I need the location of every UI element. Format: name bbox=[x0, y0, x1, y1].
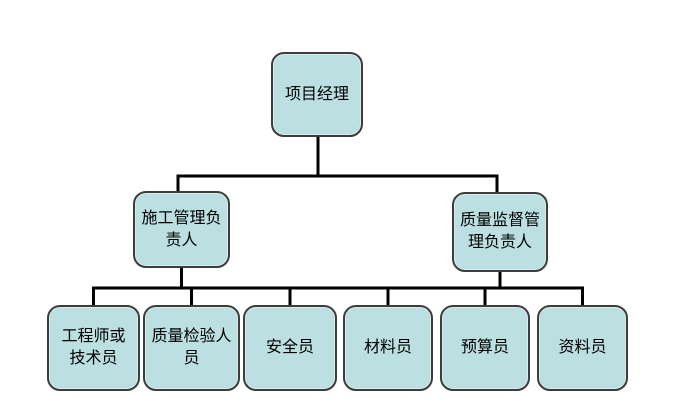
node-engineer-or-technician: 工程师或技术员 bbox=[47, 305, 140, 391]
node-budget-officer: 预算员 bbox=[440, 305, 530, 391]
node-label: 项目经理 bbox=[284, 85, 349, 103]
node-label: 质量监督管理负责人 bbox=[460, 212, 541, 251]
node-label: 材料员 bbox=[363, 339, 412, 357]
node-safety-officer: 安全员 bbox=[243, 305, 337, 391]
connector-level2-rail bbox=[176, 174, 499, 194]
node-quality-supervision-manager: 质量监督管理负责人 bbox=[452, 192, 548, 272]
node-material-officer: 材料员 bbox=[343, 305, 433, 391]
node-label: 资料员 bbox=[558, 339, 607, 357]
node-construction-manager: 施工管理负责人 bbox=[133, 191, 230, 268]
node-label: 施工管理负责人 bbox=[141, 209, 222, 249]
node-label: 预算员 bbox=[460, 339, 509, 357]
node-label: 质量检验人员 bbox=[151, 328, 232, 367]
node-label: 安全员 bbox=[265, 339, 314, 357]
node-quality-inspection-staff: 质量检验人员 bbox=[143, 305, 240, 391]
node-project-manager: 项目经理 bbox=[271, 52, 363, 137]
node-label: 工程师或技术员 bbox=[61, 328, 126, 367]
node-document-officer: 资料员 bbox=[537, 305, 628, 391]
